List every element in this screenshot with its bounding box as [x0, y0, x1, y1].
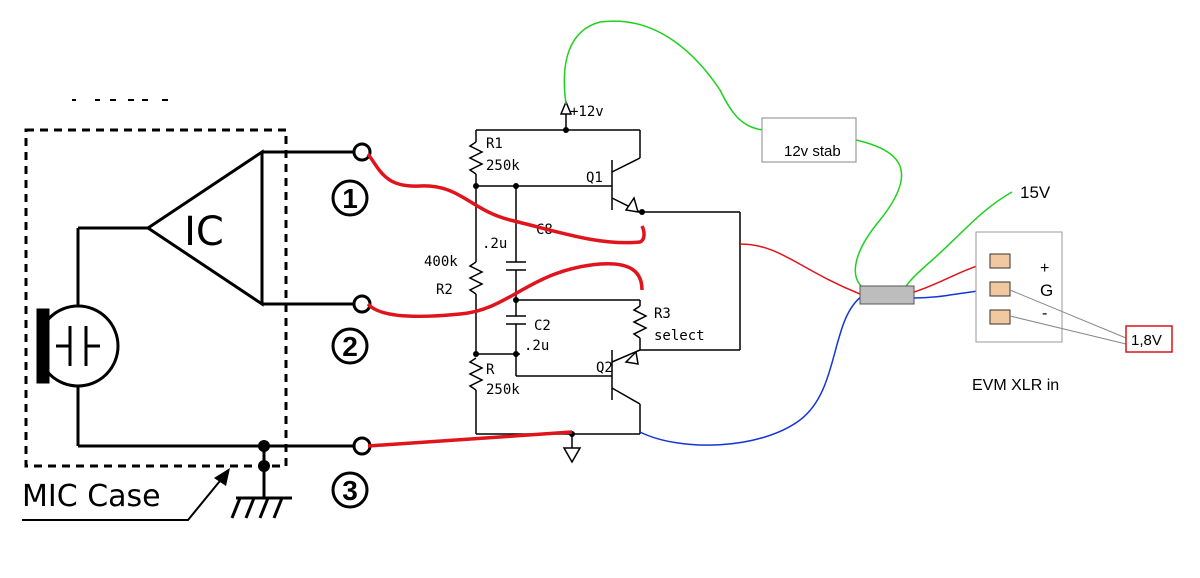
junction-dot [513, 351, 519, 357]
r3-name: R3 [654, 306, 671, 322]
stab-box [761, 117, 857, 163]
junction-dot [513, 183, 519, 189]
stab-label: 12v stab [784, 143, 841, 160]
junction-dot [258, 440, 270, 452]
terminal-2: 2 [331, 294, 372, 365]
r-name: R [486, 362, 495, 378]
c8-value: .2u [482, 236, 507, 252]
c2-name: C2 [534, 318, 551, 334]
15v-green-wire [899, 191, 1013, 297]
terminal-3: 3 [331, 436, 372, 509]
q1-emitter-arrow-icon [624, 196, 640, 213]
r3-value: select [654, 328, 705, 344]
terminal-1: 1 [331, 142, 372, 217]
r2-name: R2 [436, 282, 453, 298]
mic-case-leader [22, 475, 225, 521]
supply-green-wire [563, 20, 765, 131]
circuit-wiring [468, 108, 741, 448]
r-value: 250k [486, 382, 520, 398]
voltage-box [1125, 325, 1173, 353]
leader-arrow-icon [214, 468, 230, 486]
supply-15v-label: 15V [1020, 183, 1051, 202]
q1-label: Q1 [586, 170, 603, 186]
pin-3-label: 3 [342, 475, 358, 506]
xlr-pad-g [989, 281, 1011, 297]
xlr-pad-plus [989, 253, 1011, 269]
mic-case-label: MIC Case [22, 479, 161, 514]
ground-symbol-icon [562, 447, 582, 464]
r1-name: R1 [486, 136, 503, 152]
component-labels: +12v R1 250k Q1 .2u C8 400k R2 C2 .2u R3… [424, 104, 705, 398]
pin-2-label: 2 [342, 331, 358, 362]
xlr-label: EVM XLR in [972, 377, 1059, 394]
r2-value: 400k [424, 254, 458, 270]
red-wires [366, 152, 646, 448]
xlr-pin-minus: - [1042, 305, 1047, 322]
supply-arrow-icon [559, 100, 573, 115]
ground-blue-wire [639, 295, 863, 446]
r1-value: 250k [486, 158, 520, 174]
ic-label: IC [184, 209, 224, 255]
c2-value: .2u [524, 338, 549, 354]
junction-dot [563, 127, 569, 133]
voltage-label: 1,8V [1131, 332, 1162, 349]
supply-label: +12v [570, 104, 604, 120]
ic-amplifier [78, 149, 356, 307]
junction-dot [473, 351, 479, 357]
mic-capsule-icon [36, 228, 120, 446]
stab-green-wire [854, 139, 911, 297]
junction-dot [639, 209, 645, 215]
xlr-pad-minus [989, 309, 1011, 325]
q2-emitter-arrow-icon [624, 350, 639, 365]
xlr-pin-plus: + [1040, 260, 1049, 277]
output-red-wire [739, 243, 861, 295]
junction-dot [513, 297, 519, 303]
xlr-pin-g: G [1040, 281, 1053, 300]
junction-dot [258, 460, 270, 472]
meter-lead [1009, 315, 1127, 345]
mic-case-box [24, 128, 288, 468]
meter-lead [1009, 289, 1127, 339]
q2-label: Q2 [596, 360, 613, 376]
pin-1-label: 1 [342, 183, 358, 214]
junction-dot [473, 183, 479, 189]
splice-connector [859, 285, 915, 305]
